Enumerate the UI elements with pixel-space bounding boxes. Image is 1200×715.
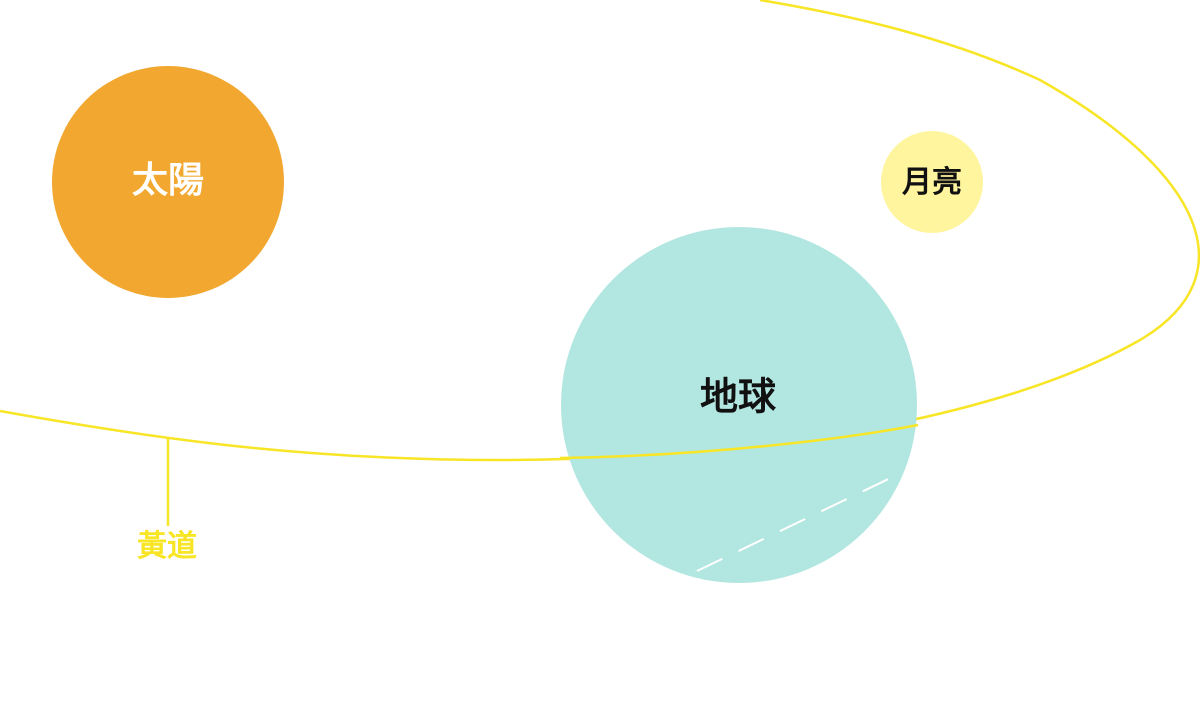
moon-label: 月亮 (902, 165, 962, 200)
sun: 太陽 (52, 66, 284, 298)
ecliptic-orbit (0, 0, 1200, 462)
sun-circle (52, 66, 284, 298)
earth-label: 地球 (700, 374, 777, 419)
ecliptic-orbit-overlay (559, 423, 919, 460)
moon: 月亮 (881, 131, 983, 233)
earth-circle (561, 227, 917, 583)
moon-circle (881, 131, 983, 233)
earth: 地球 (559, 227, 919, 583)
earth-equator-dashed-line (696, 471, 904, 572)
sun-label: 太陽 (132, 159, 204, 201)
ecliptic-label: 黃道 (137, 529, 197, 564)
ecliptic-callout: 黃道 (137, 438, 197, 564)
